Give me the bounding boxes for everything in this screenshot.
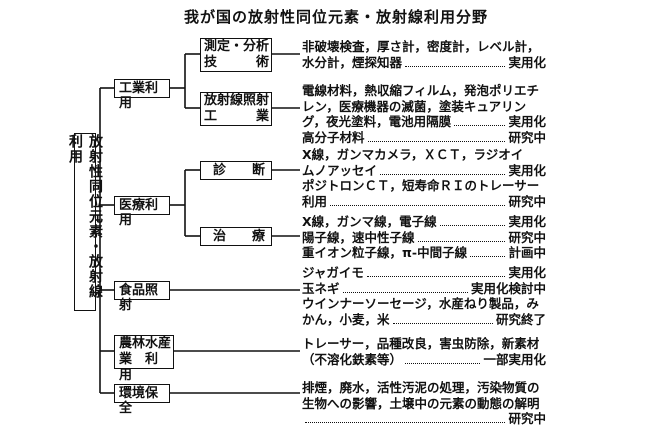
desc-line: 研究中 — [302, 411, 546, 427]
sub-label-irradiation: 放射線照射 工 業 — [204, 93, 270, 124]
status-label: 実用化 — [508, 265, 546, 280]
status-label: 研究終了 — [495, 311, 546, 327]
status-label: 実用化 — [508, 54, 546, 70]
desc-line: ウインナーソーセージ，水産ねり製品，み — [302, 296, 539, 311]
root-box: 放射性同位元素・放射線利用 — [67, 133, 103, 311]
status-label: 実用化 — [508, 162, 546, 178]
desc-line: 高分子材料研究中 — [302, 129, 546, 145]
status-label: 実用化検討中 — [470, 280, 546, 296]
status-label: 研究中 — [508, 129, 546, 145]
desc-line: グ，夜光塗料，電池用隔膜実用化 — [302, 114, 546, 129]
desc-line: かん，小麦，米研究終了 — [302, 311, 546, 327]
desc-environment: 排煙，廃水，活性汚泥の処理，汚染物質の 生物への影響，土壌中の元素の動態の解明 … — [302, 380, 546, 427]
status-label: 一部実用化 — [483, 351, 546, 367]
desc-line: 玉ネギ実用化検討中 — [302, 280, 546, 296]
desc-measurement: 非破壊検査，厚さ計，密度計，レベル計， 水分計，煙探知器実用化 — [302, 39, 546, 70]
desc-line: ジャガイモ実用化 — [302, 265, 546, 280]
desc-line: （不溶化鉄素等）一部実用化 — [302, 351, 546, 367]
sub-box-diagnosis: 診 断 — [200, 161, 272, 180]
desc-line: 非破壊検査，厚さ計，密度計，レベル計， — [302, 39, 540, 54]
status-label: 研究中 — [508, 411, 546, 426]
desc-line: 利用研究中 — [302, 193, 546, 209]
category-box-environment: 環境保全 — [114, 384, 170, 416]
status-label: 実用化 — [508, 114, 546, 129]
sub-box-treatment: 治 療 — [200, 227, 272, 246]
desc-line: 電線材料，熱収縮フィルム，発泡ポリエチ — [302, 83, 540, 98]
sub-box-measurement: 測定・分析 技 術 — [200, 38, 272, 72]
desc-line: レン，医療機器の滅菌，塗装キュアリン — [302, 98, 527, 114]
status-label: 計画中 — [508, 245, 546, 260]
category-box-agriculture: 農林水産 業 利 用 — [114, 335, 174, 383]
status-label: 研究中 — [508, 229, 546, 245]
desc-line: 陽子線，速中性子線研究中 — [302, 229, 546, 245]
desc-diagnosis: X線，ガンマカメラ，ＸＣＴ，ラジオイ ムノアッセイ実用化 ポジトロンＣＴ，短寿命… — [302, 147, 546, 209]
category-label-industry: 工業利用 — [119, 81, 159, 111]
desc-line: ムノアッセイ実用化 — [302, 162, 546, 178]
status-label: 実用化 — [508, 214, 546, 229]
desc-line: X線，ガンマカメラ，ＸＣＴ，ラジオイ — [302, 147, 524, 162]
category-box-food: 食品照射 — [114, 281, 170, 313]
desc-line: 重イオン粒子線，π-中間子線計画中 — [302, 245, 546, 260]
desc-line: 水分計，煙探知器実用化 — [302, 54, 546, 70]
status-label: 研究中 — [508, 193, 546, 209]
sub-label-diagnosis: 診 断 — [213, 163, 266, 178]
desc-line: 生物への影響，土壌中の元素の動態の解明 — [302, 395, 540, 411]
desc-agriculture: トレーサー，品種改良，害虫防除，新素材 （不溶化鉄素等）一部実用化 — [302, 336, 546, 367]
diagram-title: 我が国の放射性同位元素・放射線利用分野 — [183, 8, 488, 26]
category-label-environment: 環境保全 — [119, 386, 159, 416]
category-label-medical: 医療利用 — [119, 198, 159, 228]
category-box-medical: 医療利用 — [114, 196, 170, 228]
desc-line: ポジトロンＣＴ，短寿命ＲＩのトレーサー — [302, 178, 540, 193]
category-box-industry: 工業利用 — [114, 79, 170, 111]
category-label-agriculture: 農林水産 業 利 用 — [119, 336, 172, 383]
sub-box-irradiation: 放射線照射 工 業 — [200, 92, 272, 126]
desc-food: ジャガイモ実用化 玉ネギ実用化検討中 ウインナーソーセージ，水産ねり製品，み か… — [302, 265, 546, 327]
desc-irradiation: 電線材料，熱収縮フィルム，発泡ポリエチ レン，医療機器の滅菌，塗装キュアリン グ… — [302, 83, 546, 145]
desc-line: X線，ガンマ線，電子線実用化 — [302, 214, 546, 229]
desc-line: トレーサー，品種改良，害虫防除，新素材 — [302, 336, 540, 351]
category-label-food: 食品照射 — [119, 283, 159, 313]
desc-line: 排煙，廃水，活性汚泥の処理，汚染物質の — [302, 380, 540, 395]
sub-label-treatment: 治 療 — [213, 229, 266, 244]
sub-label-measurement: 測定・分析 技 術 — [204, 39, 270, 70]
desc-treatment: X線，ガンマ線，電子線実用化 陽子線，速中性子線研究中 重イオン粒子線，π-中間… — [302, 214, 546, 261]
